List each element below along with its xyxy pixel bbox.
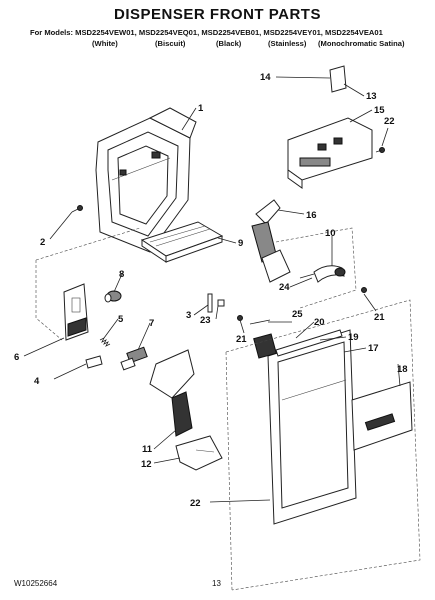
- part-2-screw: [71, 205, 83, 213]
- part-14-bracket: [329, 65, 347, 93]
- callout-23: 23: [200, 315, 211, 326]
- color-biscuit: (Biscuit): [155, 39, 186, 48]
- callout-4: 4: [34, 376, 40, 387]
- part-3-23-small-parts: [207, 293, 225, 313]
- part-11-ice-paddle: [149, 349, 195, 437]
- callout-15: 15: [374, 105, 385, 116]
- part-10-water-valve: [299, 265, 346, 283]
- color-white: (White): [92, 39, 118, 48]
- leader-lines: [23, 76, 401, 503]
- page-number: 13: [212, 579, 221, 588]
- callout-16: 16: [306, 210, 317, 221]
- callout-22-b: 22: [190, 498, 201, 509]
- part-9-drip-tray: [140, 221, 224, 263]
- callout-3: 3: [186, 310, 191, 321]
- callout-2: 2: [40, 237, 45, 248]
- callout-21-a: 21: [374, 312, 385, 323]
- part-25-pin: [249, 319, 271, 325]
- part-19-trim: [275, 329, 343, 357]
- page-title: DISPENSER FRONT PARTS: [114, 6, 321, 23]
- callout-21-b: 21: [236, 334, 247, 345]
- callout-9: 9: [238, 238, 243, 249]
- model-list: For Models: MSD2254VEW01, MSD2254VEQ01, …: [30, 28, 383, 37]
- callout-5: 5: [118, 314, 124, 325]
- color-monochromatic: (Monochromatic Satina): [318, 39, 405, 48]
- part-16-water-lever: [251, 199, 291, 283]
- part-8-solenoid: [104, 290, 122, 303]
- part-15-control-panel: [287, 117, 373, 189]
- part-5-spring: [99, 337, 111, 347]
- part-22-screw: [375, 147, 385, 153]
- callout-8: 8: [119, 269, 124, 280]
- callout-numbers: 1 2 3 4 5 6 7 8 9 10 11 12 13 14 15 16 1…: [14, 72, 408, 509]
- part-6-actuator-bracket: [63, 283, 89, 341]
- color-stainless: (Stainless): [268, 39, 307, 48]
- callout-17: 17: [368, 343, 379, 354]
- callout-7: 7: [149, 318, 154, 329]
- callout-24: 24: [279, 282, 290, 293]
- callout-18: 18: [397, 364, 408, 375]
- part-7-switch: [120, 346, 148, 371]
- callout-20: 20: [314, 317, 325, 328]
- callout-14: 14: [260, 72, 271, 83]
- part-4-bracket: [85, 355, 103, 369]
- callout-19: 19: [348, 332, 359, 343]
- part-18-cover: [351, 381, 413, 451]
- callout-1: 1: [198, 103, 204, 114]
- callout-13: 13: [366, 91, 377, 102]
- callout-12: 12: [141, 459, 152, 470]
- callout-22-a: 22: [384, 116, 395, 127]
- part-12-chute-door: [175, 435, 223, 471]
- callout-6: 6: [14, 352, 19, 363]
- part-20-gasket: [253, 333, 277, 359]
- callout-11: 11: [142, 444, 153, 455]
- part-1-dispenser-housing: [95, 107, 197, 253]
- callout-10: 10: [325, 228, 336, 239]
- callout-25: 25: [292, 309, 303, 320]
- part-17-front-panel: [267, 329, 357, 525]
- color-black: (Black): [216, 39, 242, 48]
- alignment-lines: [35, 227, 421, 591]
- document-number: W10252664: [14, 579, 58, 588]
